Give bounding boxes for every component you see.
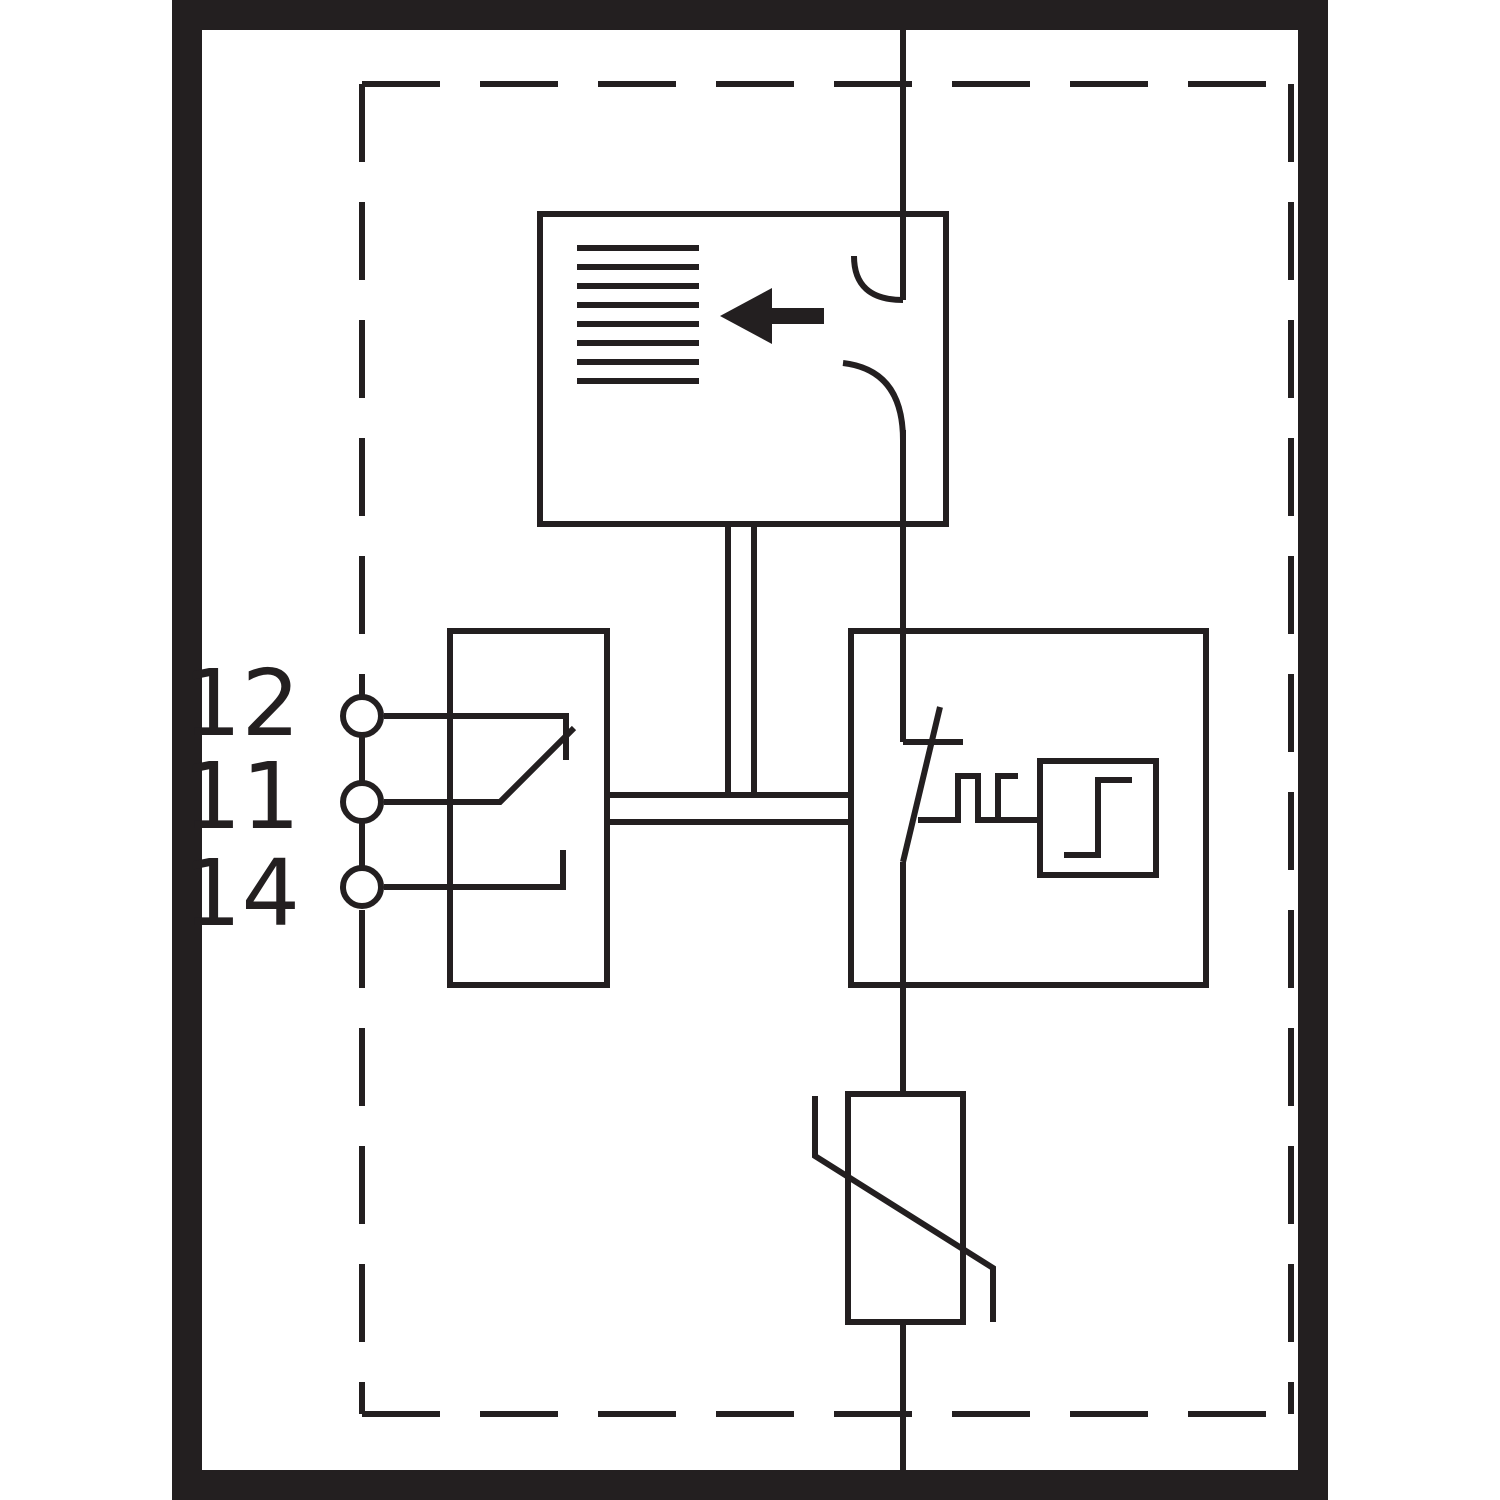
step-signal-icon xyxy=(1064,777,1132,858)
terminal-14[interactable] xyxy=(340,865,384,909)
terminal-label-12: 12 xyxy=(183,650,300,757)
thermal-disconnector xyxy=(537,211,949,527)
remote-signal-contact xyxy=(384,628,610,988)
terminal-label-14: 14 xyxy=(183,840,300,947)
terminals: 12 11 14 xyxy=(183,650,384,947)
terminal-11[interactable] xyxy=(340,780,384,824)
heat-element-lines xyxy=(577,245,699,384)
terminal-label-11: 11 xyxy=(183,743,300,850)
module-boundary-dashed xyxy=(359,81,1294,1417)
terminal-12[interactable] xyxy=(340,694,384,738)
trigger-switch-module xyxy=(848,628,1209,988)
varistor xyxy=(812,1091,996,1325)
mechanical-linkage xyxy=(607,524,851,825)
outer-frame xyxy=(172,0,1328,1500)
arrow-left-icon xyxy=(720,288,824,344)
